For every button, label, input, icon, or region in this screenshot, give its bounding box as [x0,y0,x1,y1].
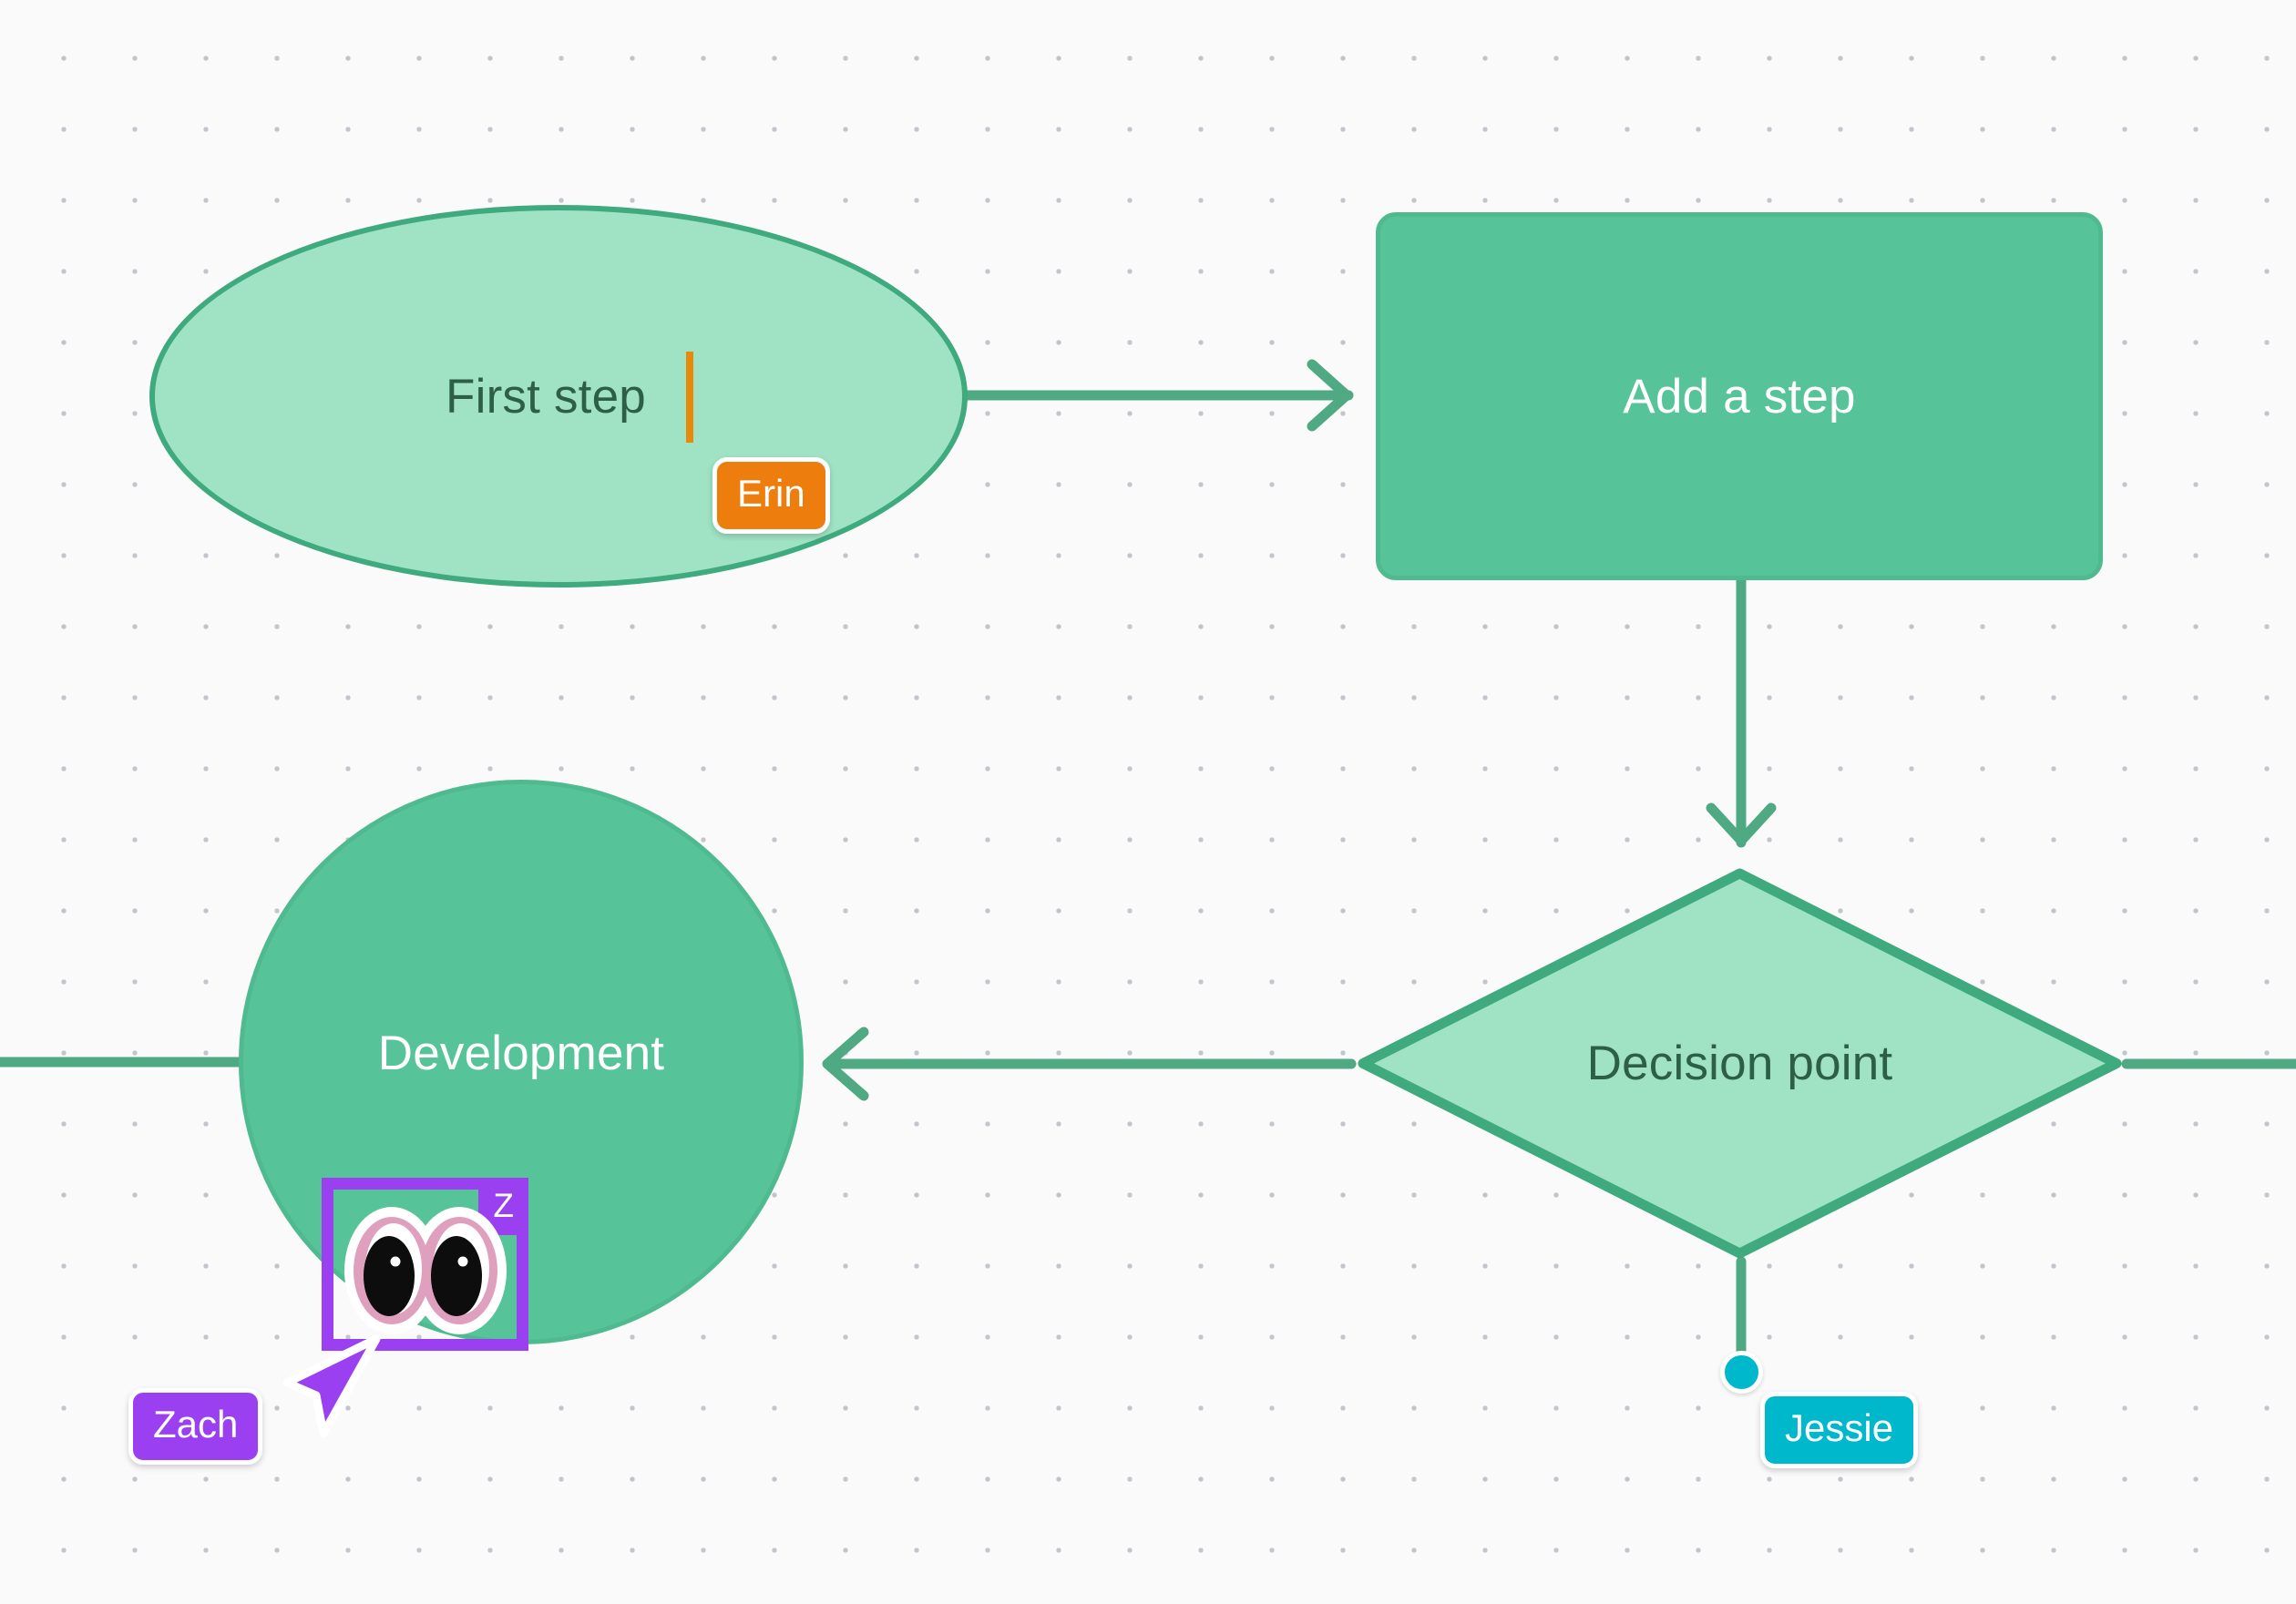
collaborator-badge-jessie[interactable]: Jessie [1760,1392,1919,1468]
node-decision[interactable]: Decision point [1355,865,2125,1262]
collaborator-name-erin: Erin [737,472,805,515]
pointer-cursor-zach [282,1334,381,1438]
collaborator-name-jessie: Jessie [1785,1406,1894,1449]
edge-first-step-to-add-step[interactable] [960,359,1354,432]
node-add-step[interactable]: Add a step [1376,212,2103,580]
edge-decision-to-development[interactable] [822,1027,1357,1101]
node-add-step-label: Add a step [1623,369,1856,424]
edge-add-step-to-decision[interactable] [1706,575,1777,848]
collaborator-badge-zach[interactable]: Zach [128,1388,263,1465]
node-development-label: Development [377,1026,665,1080]
eyes-emoji-icon[interactable] [339,1198,512,1343]
collaborator-name-zach: Zach [153,1403,239,1446]
connection-handle-jessie[interactable] [1720,1351,1763,1394]
node-first-step-label: First step [446,369,646,424]
diamond-shape [1358,868,2122,1259]
node-decision-label: Decision point [1586,1037,1893,1090]
collaborator-badge-erin[interactable]: Erin [712,457,830,534]
text-caret-icon [686,352,693,443]
node-first-step[interactable]: First step [149,205,968,587]
